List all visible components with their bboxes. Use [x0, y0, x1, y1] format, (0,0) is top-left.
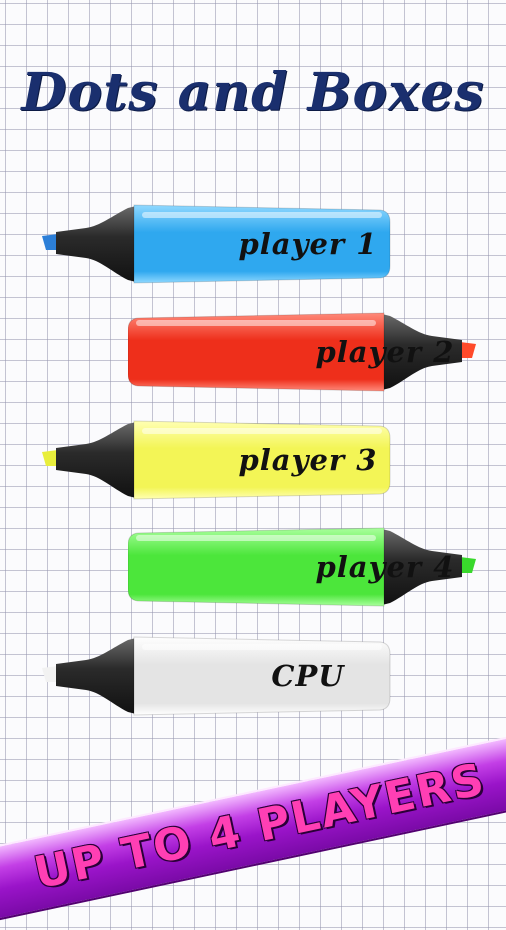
marker-body [128, 527, 385, 607]
player-3-label: player 3 [238, 443, 378, 477]
promo-banner: UP TO 4 PLAYERS [0, 724, 506, 930]
marker-cap [56, 422, 136, 498]
player-2-button[interactable]: player 2 [128, 310, 506, 394]
red-marker-icon [128, 312, 476, 392]
marker-cap [382, 314, 462, 390]
blue-marker-icon [42, 204, 391, 284]
cpu-label: CPU [271, 659, 345, 693]
banner-text: UP TO 4 PLAYERS [29, 753, 490, 900]
marker-cap [56, 206, 136, 282]
marker-body [133, 636, 391, 716]
marker-cap [382, 529, 462, 605]
player-2-label: player 2 [315, 335, 455, 369]
marker-tip [460, 557, 476, 573]
cpu-button[interactable]: CPU [40, 634, 480, 718]
marker-body [133, 420, 391, 500]
player-3-button[interactable]: player 3 [40, 418, 480, 502]
player-4-label: player 4 [315, 550, 455, 584]
marker-cap [56, 638, 136, 714]
marker-body [133, 204, 391, 284]
yellow-marker-icon [42, 420, 391, 500]
player-4-button[interactable]: player 4 [128, 525, 506, 609]
marker-tip [42, 450, 58, 466]
player-1-label: player 1 [238, 227, 378, 261]
marker-tip [460, 342, 476, 358]
game-title: Dots and Boxes [21, 62, 485, 123]
marker-body [128, 312, 385, 392]
marker-tip [42, 234, 58, 250]
white-marker-icon [42, 636, 391, 716]
player-1-button[interactable]: player 1 [40, 202, 480, 286]
green-marker-icon [128, 527, 476, 607]
marker-tip [42, 666, 58, 682]
